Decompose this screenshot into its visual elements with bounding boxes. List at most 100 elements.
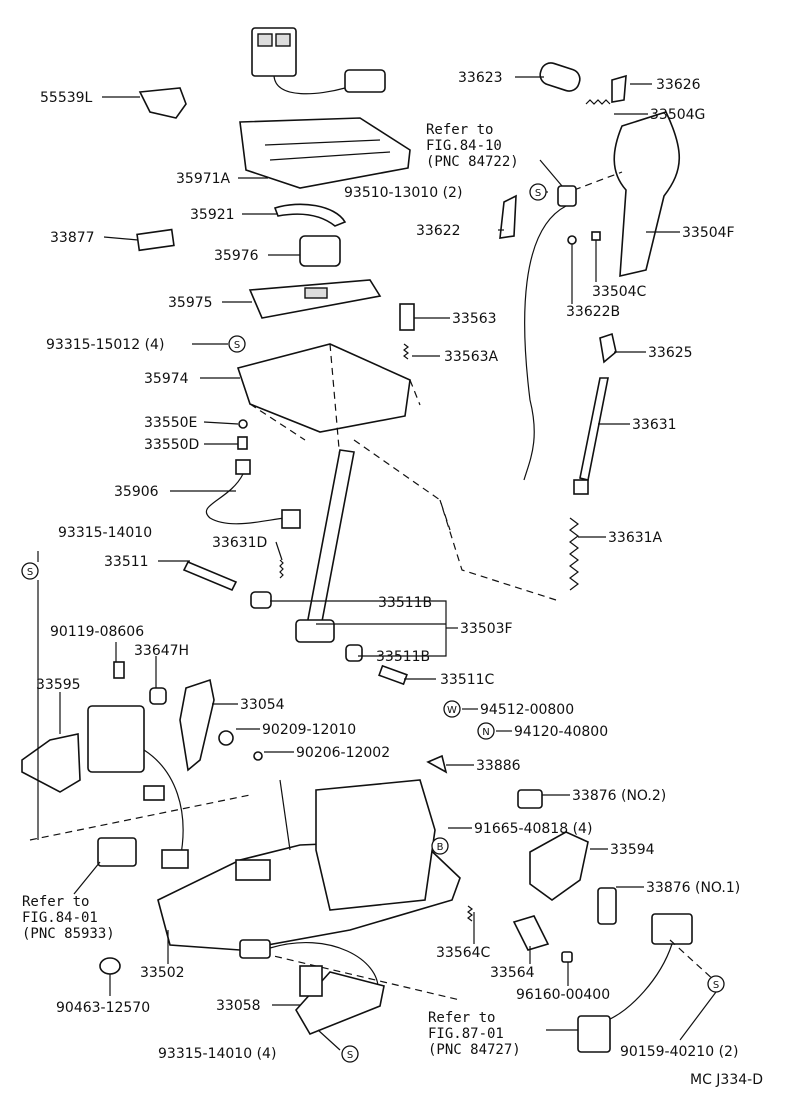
part-35975-illustration [248, 279, 382, 319]
part-33876-no2-illustration [517, 789, 543, 809]
part-35971A-illustration [239, 117, 411, 189]
svg-text:W: W [447, 705, 457, 716]
svg-text:S: S [713, 980, 719, 991]
refer-note-fig-87-01: Refer to FIG.87-01 (PNC 84727) [428, 1010, 578, 1058]
label-33502: 33502 [140, 965, 185, 981]
part-33511-bolt-illustration [182, 560, 408, 686]
label-33511: 33511 [104, 554, 149, 570]
label-33550D: 33550D [144, 437, 199, 453]
part-33877-illustration [136, 228, 175, 252]
svg-text:FIG.84-10: FIG.84-10 [426, 138, 502, 154]
top-switch-illustration [251, 27, 386, 95]
label-33876-no2: 33876 (NO.2) [572, 788, 666, 804]
symbol-n-94120: N [477, 722, 495, 740]
part-labels: 55539L 33623 33626 33504G 35971A 35921 3… [36, 70, 740, 1062]
label-93315-15012: 93315-15012 (4) [46, 337, 164, 353]
svg-text:N: N [482, 727, 489, 738]
label-90119-08606: 90119-08606 [50, 624, 144, 640]
symbol-s-90159: S [707, 975, 725, 993]
part-33647H-illustration [113, 661, 167, 705]
right-cable-assembly-illustration [577, 913, 717, 1053]
svg-text:FIG.84-01: FIG.84-01 [22, 910, 98, 926]
label-33511C: 33511C [440, 672, 495, 688]
label-33504F: 33504F [682, 225, 735, 241]
diagram-code: MC J334-D [690, 1072, 763, 1088]
svg-text:FIG.87-01: FIG.87-01 [428, 1026, 504, 1042]
label-33504C: 33504C [592, 284, 647, 300]
label-35971A: 35971A [176, 171, 231, 187]
part-33564-illustration [467, 905, 573, 963]
label-33877: 33877 [50, 230, 95, 246]
part-55539L-illustration [138, 87, 187, 119]
label-33564: 33564 [490, 965, 535, 981]
label-94120-40800: 94120-40800 [514, 724, 608, 740]
part-35906-illustration [205, 459, 301, 529]
label-33054: 33054 [240, 697, 285, 713]
svg-text:B: B [437, 842, 444, 853]
svg-text:(PNC 85933): (PNC 85933) [22, 926, 115, 942]
symbol-s-93510: S [529, 183, 547, 201]
part-35921-illustration [273, 203, 347, 227]
label-33563: 33563 [452, 311, 497, 327]
label-33631: 33631 [632, 417, 677, 433]
label-90463-12570: 90463-12570 [56, 1000, 150, 1016]
label-33631D: 33631D [212, 535, 267, 551]
label-33876-no1: 33876 (NO.1) [646, 880, 740, 896]
symbol-s-93315-14010: S [21, 562, 39, 580]
label-33647H: 33647H [134, 643, 189, 659]
part-33594-illustration [529, 831, 589, 901]
label-33886: 33886 [476, 758, 521, 774]
svg-text:S: S [27, 567, 33, 578]
label-33622B: 33622B [566, 304, 620, 320]
label-33622: 33622 [416, 223, 461, 239]
label-33626: 33626 [656, 77, 701, 93]
label-35906: 35906 [114, 484, 159, 500]
svg-text:S: S [347, 1050, 353, 1061]
label-91665-40818: 91665-40818 (4) [474, 821, 592, 837]
svg-text:S: S [234, 340, 240, 351]
symbol-b-91665: B [431, 837, 449, 855]
label-35976: 35976 [214, 248, 259, 264]
label-33058: 33058 [216, 998, 261, 1014]
label-35921: 35921 [190, 207, 235, 223]
svg-text:Refer to: Refer to [428, 1010, 495, 1026]
part-33054-illustration [179, 678, 263, 772]
svg-text:(PNC 84727): (PNC 84727) [428, 1042, 521, 1058]
part-33058-illustration [239, 939, 385, 1035]
label-33631A: 33631A [608, 530, 663, 546]
label-93315-14010: 93315-14010 [58, 525, 152, 541]
part-33550-illustration [237, 419, 248, 450]
label-33564C: 33564C [436, 945, 491, 961]
svg-text:Refer to: Refer to [22, 894, 89, 910]
part-33595-bracket-illustration [21, 705, 189, 869]
label-33563A: 33563A [444, 349, 499, 365]
part-33631D-spring-illustration [279, 559, 284, 579]
label-94512-00800: 94512-00800 [480, 702, 574, 718]
symbol-s-93315-15012: S [228, 335, 246, 353]
part-33503F-lever-illustration [295, 439, 451, 643]
label-35974: 35974 [144, 371, 189, 387]
symbol-w-94512: W [443, 700, 461, 718]
part-33876-no1-illustration [597, 887, 617, 925]
refer-note-fig-84-01: Refer to FIG.84-01 (PNC 85933) [22, 861, 115, 942]
label-33623: 33623 [458, 70, 503, 86]
label-90159-40210: 90159-40210 (2) [620, 1044, 738, 1060]
symbol-s-93315-14010-4: S [341, 1045, 359, 1063]
label-35975: 35975 [168, 295, 213, 311]
part-35976-illustration [299, 235, 341, 267]
shift-knob-illustration [439, 62, 681, 601]
label-33625: 33625 [648, 345, 693, 361]
label-55539L: 55539L [40, 90, 93, 106]
switch-33563-illustration [399, 303, 415, 360]
svg-text:Refer to: Refer to [426, 122, 493, 138]
label-90206-12002: 90206-12002 [296, 745, 390, 761]
label-93315-14010-4: 93315-14010 (4) [158, 1046, 276, 1062]
part-90463-illustration [99, 957, 121, 975]
part-35974-illustration [236, 343, 421, 461]
label-96160-00400: 96160-00400 [516, 987, 610, 1003]
part-33502-base-illustration [29, 779, 461, 1001]
label-33511B-b: 33511B [376, 649, 430, 665]
leader-lines [37, 76, 717, 1051]
label-90209-12010: 90209-12010 [262, 722, 356, 738]
